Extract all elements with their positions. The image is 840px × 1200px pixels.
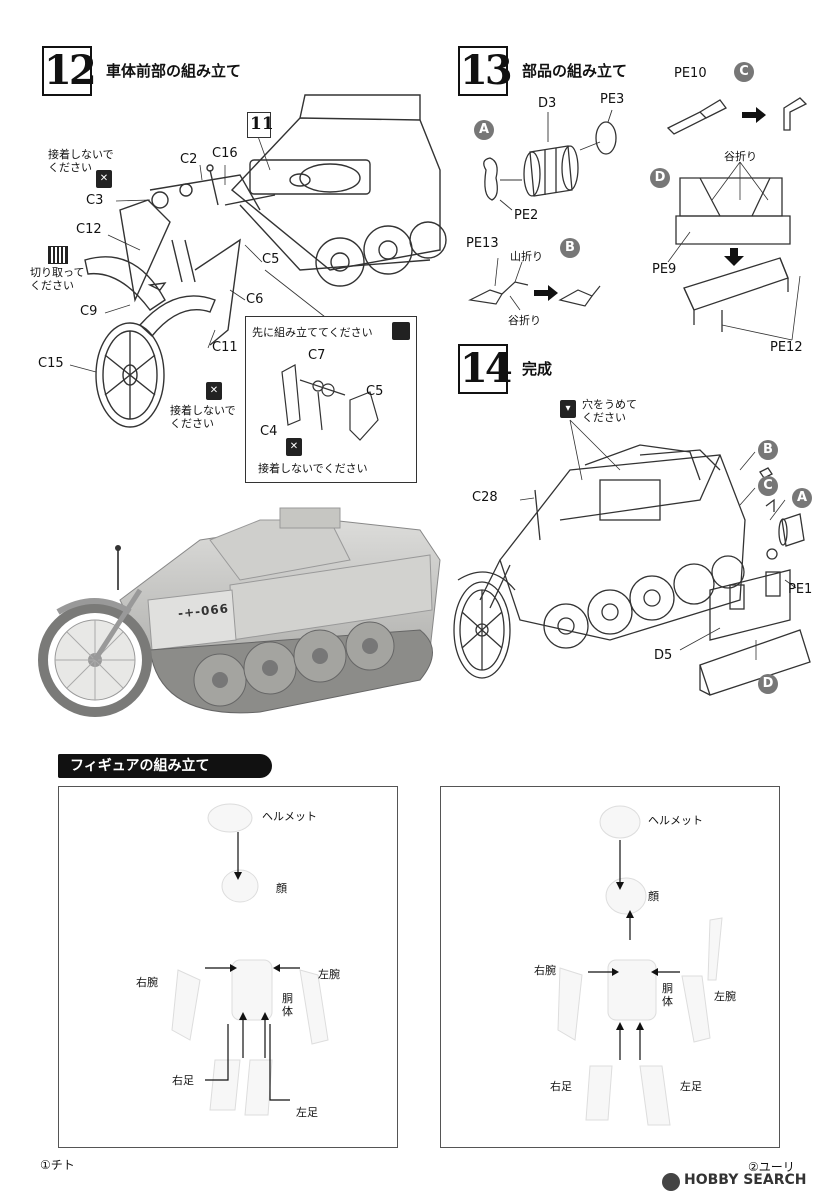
pre-assembly-inset bbox=[245, 316, 417, 483]
step-11-ref: 11 bbox=[250, 114, 274, 134]
valley-fold-label-d: 谷折り bbox=[724, 150, 757, 163]
fig2-right-arm-label: 右腕 bbox=[534, 964, 556, 977]
step-12-number: 12 bbox=[42, 46, 97, 96]
step-14-number: 14 bbox=[458, 344, 513, 394]
part-label-pe2: PE2 bbox=[514, 208, 539, 223]
fig1-left-leg-label: 左足 bbox=[296, 1106, 318, 1119]
part-label-pe12: PE12 bbox=[770, 340, 803, 355]
part-label-c12: C12 bbox=[76, 222, 102, 237]
part-label-pe3: PE3 bbox=[600, 92, 625, 107]
step-12-title: 車体前部の組み立て bbox=[106, 62, 242, 80]
no-glue-note-2: 接着しないで ください bbox=[170, 404, 236, 430]
fig2-torso-label: 胴 体 bbox=[662, 982, 673, 1008]
part-label-c16: C16 bbox=[212, 146, 238, 161]
no-glue-icon: ✕ bbox=[96, 170, 112, 188]
inset-part-c7: C7 bbox=[308, 348, 326, 363]
step-14-title: 完成 bbox=[522, 360, 553, 378]
figure-2-caption: ②ユーリ bbox=[748, 1160, 795, 1174]
cut-off-icon bbox=[48, 246, 68, 264]
inset-no-glue-note: 接着しないでください bbox=[258, 462, 368, 475]
valley-fold-label: 谷折り bbox=[508, 314, 541, 327]
fig1-right-arm-label: 右腕 bbox=[136, 976, 158, 989]
part-label-c5: C5 bbox=[262, 252, 280, 267]
part-label-c6: C6 bbox=[246, 292, 264, 307]
fig1-left-arm-label: 左腕 bbox=[318, 968, 340, 981]
fill-hole-icon: ▾ bbox=[560, 400, 576, 418]
part-label-c15: C15 bbox=[38, 356, 64, 371]
fig2-left-arm-label: 左腕 bbox=[714, 990, 736, 1003]
inset-part-c5: C5 bbox=[366, 384, 384, 399]
inset-part-c4: C4 bbox=[260, 424, 278, 439]
fig1-torso-label: 胴 体 bbox=[282, 992, 293, 1018]
paint-brush-icon bbox=[392, 322, 410, 340]
mountain-fold-label: 山折り bbox=[510, 250, 543, 263]
fig1-face-label: 顔 bbox=[276, 882, 287, 895]
part-label-c28: C28 bbox=[472, 490, 498, 505]
marker-c-14: C bbox=[758, 476, 778, 496]
fig2-left-leg-label: 左足 bbox=[680, 1080, 702, 1093]
part-label-pe10: PE10 bbox=[674, 66, 707, 81]
no-glue-note-1: 接着しないで ください bbox=[48, 148, 114, 174]
marker-a: A bbox=[474, 120, 494, 140]
watermark-text: HOBBY SEARCH bbox=[684, 1172, 807, 1188]
marker-d-14: D bbox=[758, 674, 778, 694]
part-label-d3: D3 bbox=[538, 96, 557, 111]
part-label-pe9: PE9 bbox=[652, 262, 677, 277]
marker-b-14: B bbox=[758, 440, 778, 460]
no-glue-icon: ✕ bbox=[286, 438, 302, 456]
part-label-pe13: PE13 bbox=[466, 236, 499, 251]
fill-hole-note: 穴をうめて ください bbox=[582, 398, 637, 424]
figure-1-caption: ①チト bbox=[40, 1158, 75, 1172]
part-label-pe1: PE1 bbox=[788, 582, 813, 597]
hobby-search-logo-icon bbox=[662, 1173, 680, 1191]
fig1-helmet-label: ヘルメット bbox=[262, 810, 317, 823]
fig2-helmet-label: ヘルメット bbox=[648, 814, 703, 827]
part-label-c9: C9 bbox=[80, 304, 98, 319]
pre-assembly-title: 先に組み立ててください bbox=[252, 326, 373, 339]
step-11-ref-box bbox=[247, 112, 271, 138]
marker-b: B bbox=[560, 238, 580, 258]
fig1-right-leg-label: 右足 bbox=[172, 1074, 194, 1087]
fig2-right-leg-label: 右足 bbox=[550, 1080, 572, 1093]
part-label-c2: C2 bbox=[180, 152, 198, 167]
marker-a-14: A bbox=[792, 488, 812, 508]
part-label-c11: C11 bbox=[212, 340, 238, 355]
cut-off-note: 切り取って ください bbox=[30, 266, 85, 292]
step-13-number: 13 bbox=[458, 46, 513, 96]
figure-assembly-banner: フィギュアの組み立て bbox=[58, 754, 272, 778]
no-glue-icon: ✕ bbox=[206, 382, 222, 400]
marker-d: D bbox=[650, 168, 670, 188]
fig2-face-label: 顔 bbox=[648, 890, 659, 903]
part-label-d5: D5 bbox=[654, 648, 673, 663]
part-label-c3: C3 bbox=[86, 193, 104, 208]
step-13-title: 部品の組み立て bbox=[522, 62, 628, 80]
marker-c: C bbox=[734, 62, 754, 82]
